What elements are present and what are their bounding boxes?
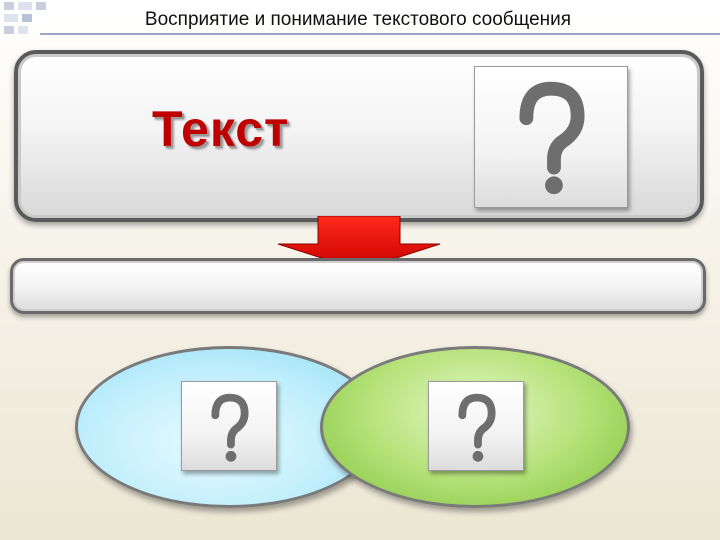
title-rule xyxy=(40,33,720,35)
question-mark-icon xyxy=(211,393,249,462)
slide-title: Восприятие и понимание текстового сообще… xyxy=(144,9,572,30)
left-question-card xyxy=(181,381,277,471)
middle-bar xyxy=(10,258,706,314)
down-arrow-icon xyxy=(277,216,441,271)
main-word: Текст xyxy=(152,101,290,157)
corner-decoration xyxy=(4,2,46,34)
question-mark-icon xyxy=(519,81,585,195)
top-question-card xyxy=(474,66,628,208)
question-mark-icon xyxy=(458,393,496,462)
right-question-card xyxy=(428,381,524,471)
